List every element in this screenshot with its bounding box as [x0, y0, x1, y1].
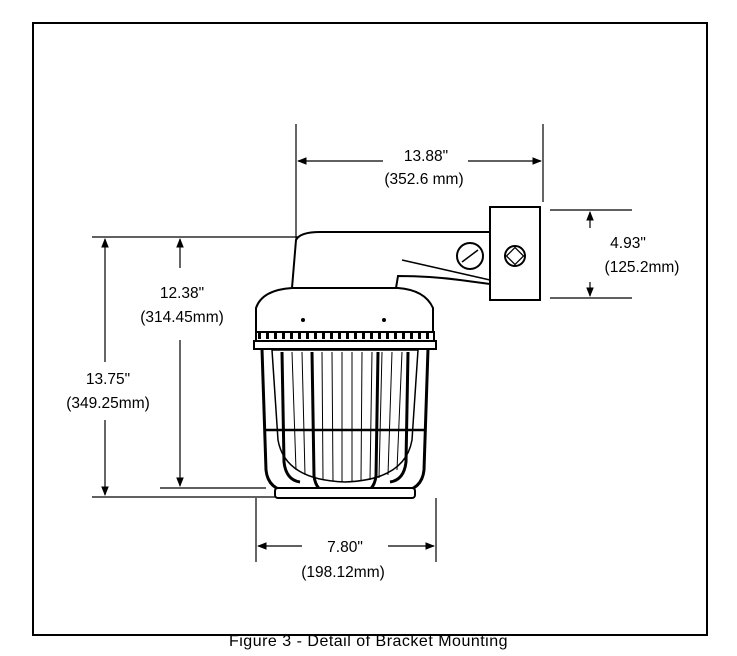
overall-height-mm: (349.25mm)	[66, 395, 150, 412]
drawing-frame	[32, 22, 708, 636]
wall-bracket	[290, 206, 541, 301]
fixture-height-mm: (314.45mm)	[140, 309, 224, 326]
dimension-arrows	[101, 157, 594, 550]
dimension-labels: 13.88" (352.6 mm) 4.93" (125.2mm) 12.38"…	[66, 148, 679, 581]
wire-guard	[260, 348, 430, 499]
extension-lines	[92, 124, 632, 562]
fixture-width-mm: (198.12mm)	[301, 564, 385, 581]
glass-globe	[271, 349, 419, 483]
figure-caption: Figure 3 - Detail of Bracket Mounting	[228, 633, 509, 650]
bracket-height-mm: (125.2mm)	[605, 259, 680, 276]
overall-height-in: 13.75"	[86, 371, 130, 388]
fixture-height-in: 12.38"	[160, 285, 204, 302]
bracket-height-in: 4.93"	[610, 235, 646, 252]
arm-length-in: 13.88"	[404, 148, 448, 165]
arm-length-mm: (352.6 mm)	[384, 171, 463, 188]
fixture-width-in: 7.80"	[327, 539, 363, 556]
fixture-housing	[253, 287, 437, 350]
